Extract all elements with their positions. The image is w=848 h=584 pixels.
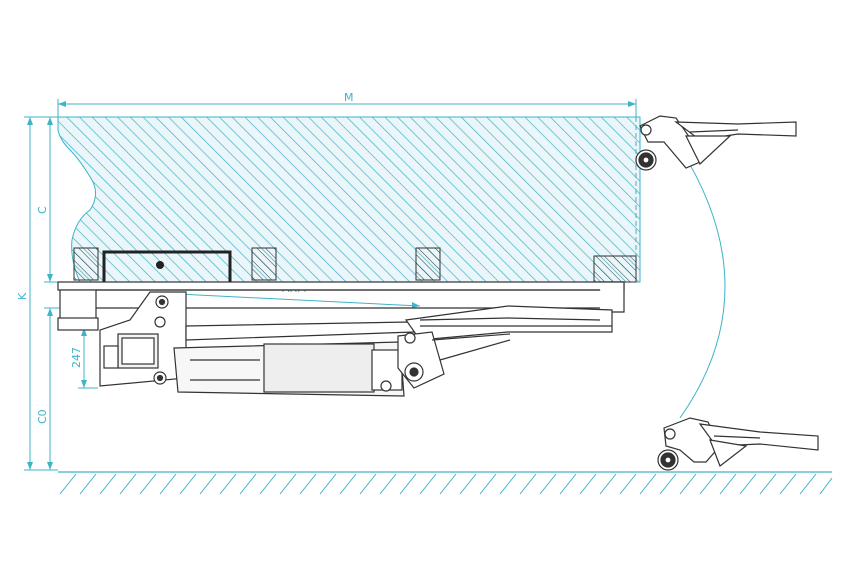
dimension-label-m: M xyxy=(344,91,354,104)
dimension-m xyxy=(57,99,637,117)
pit-frame xyxy=(102,250,232,282)
arm-line xyxy=(177,293,421,307)
support-blocks xyxy=(73,247,637,283)
lip-lowered xyxy=(657,417,819,471)
arm-mechanism xyxy=(99,291,613,397)
dimension-label-c0: C0 xyxy=(36,409,49,424)
dimension-label-c: C xyxy=(36,206,49,214)
dimension-label-247: 247 xyxy=(70,347,83,368)
ground xyxy=(58,471,833,495)
dimension-label-k: K xyxy=(16,292,29,300)
swing-arc xyxy=(679,147,726,419)
lip-raised xyxy=(635,115,797,171)
pit-area xyxy=(57,116,641,283)
